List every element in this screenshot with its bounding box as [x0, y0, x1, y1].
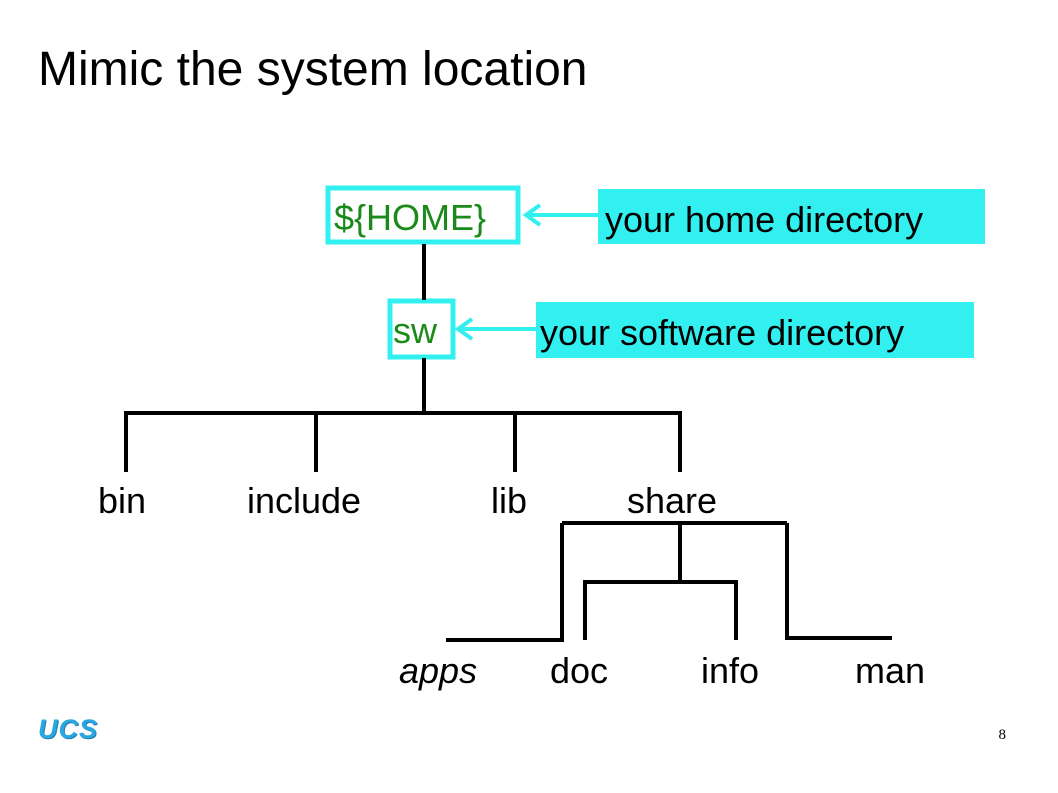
sw-node-box	[387, 298, 456, 360]
lib-node-label: lib	[491, 480, 527, 521]
home-callout-box	[598, 189, 985, 244]
software-callout-label: your software directory	[540, 312, 904, 353]
home-callout-label: your home directory	[605, 199, 923, 240]
home-node-box	[325, 185, 521, 245]
ucs-logo: UCS	[38, 714, 99, 744]
software-callout-box	[536, 302, 974, 358]
man-node-label: man	[855, 650, 925, 691]
apps-node-label: apps	[399, 650, 477, 691]
apps-branch-line	[446, 523, 564, 642]
info-node-label: info	[701, 650, 759, 691]
include-node-label: include	[247, 480, 361, 521]
doc-node-label: doc	[550, 650, 608, 691]
bin-node-label: bin	[98, 480, 146, 521]
software-callout-arrowhead	[454, 317, 474, 341]
page-number: 8	[998, 727, 1007, 743]
home-callout-arrowhead	[522, 203, 542, 227]
man-branch-line	[785, 523, 892, 640]
sw-node-label: sw	[393, 310, 438, 351]
slide-title: Mimic the system location	[38, 43, 588, 96]
home-node-label: ${HOME}	[334, 197, 486, 238]
share-node-label: share	[627, 480, 717, 521]
